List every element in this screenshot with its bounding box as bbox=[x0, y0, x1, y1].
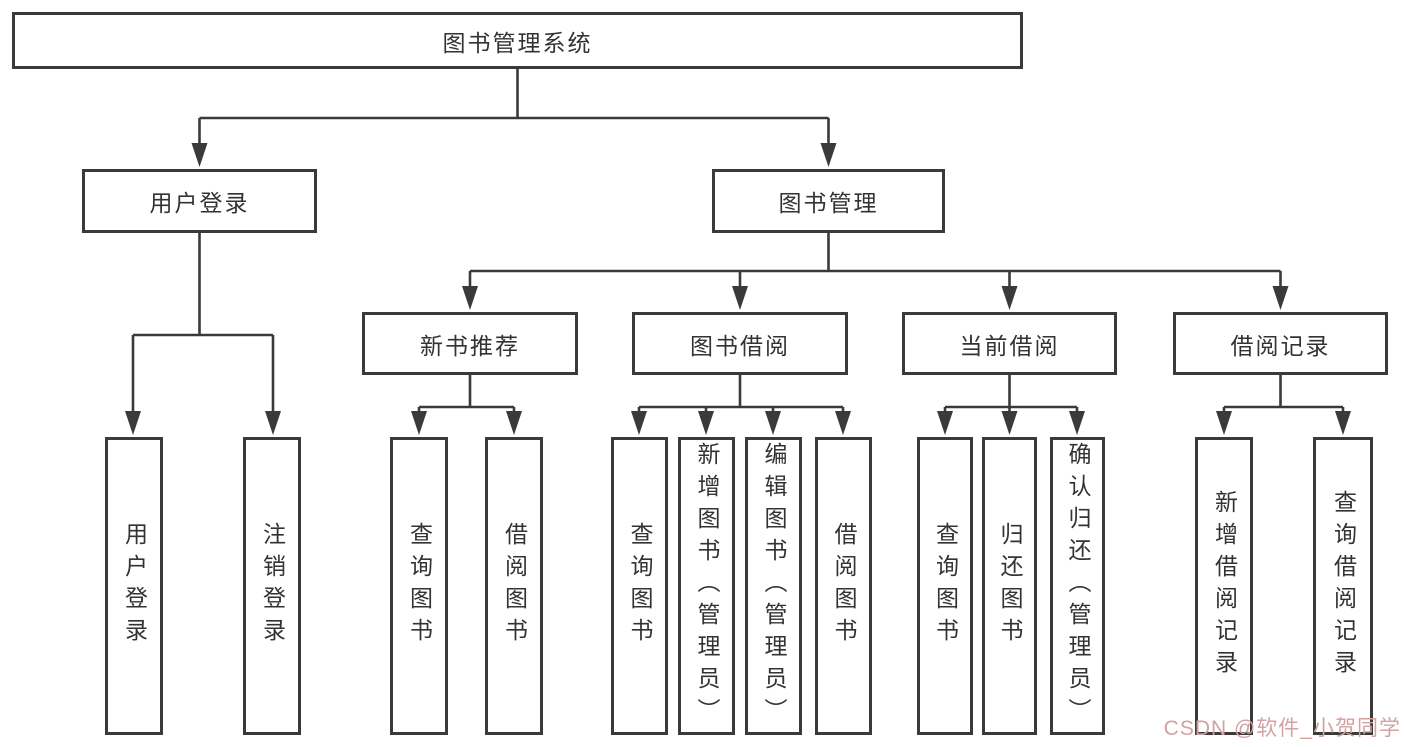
node-library-management-system: 图书管理系统 bbox=[12, 12, 1023, 69]
leaf-query-books: 查询图书 bbox=[390, 437, 448, 735]
node-label: 借阅记录 bbox=[1230, 332, 1331, 359]
leaf-user-login: 用户登录 bbox=[105, 437, 163, 735]
leaf-query-borrow-record: 查询借阅记录 bbox=[1313, 437, 1373, 735]
node-borrowing-records: 借阅记录 bbox=[1173, 312, 1388, 375]
watermark: CSDN @软件_小贺同学 bbox=[1163, 717, 1401, 740]
node-label: 新增图书（管理员） bbox=[694, 442, 720, 730]
leaf-confirm-return-admin: 确认归还（管理员） bbox=[1050, 437, 1105, 735]
node-label: 查询图书 bbox=[627, 522, 653, 650]
node-current-borrowing: 当前借阅 bbox=[902, 312, 1117, 375]
node-label: 查询图书 bbox=[932, 522, 959, 650]
node-label: 新书推荐 bbox=[420, 332, 520, 359]
leaf-borrow-books-2: 借阅图书 bbox=[815, 437, 872, 735]
leaf-edit-books-admin: 编辑图书（管理员） bbox=[745, 437, 802, 735]
node-label: 用户登录 bbox=[149, 190, 250, 216]
leaf-query-books-2: 查询图书 bbox=[611, 437, 668, 735]
node-new-book-recommendation: 新书推荐 bbox=[362, 312, 578, 375]
node-label: 新增借阅记录 bbox=[1211, 490, 1238, 682]
node-label: 图书借阅 bbox=[690, 332, 790, 359]
node-label: 用户登录 bbox=[121, 522, 148, 650]
node-book-management: 图书管理 bbox=[712, 169, 945, 233]
leaf-add-borrow-record: 新增借阅记录 bbox=[1195, 437, 1253, 735]
leaf-add-books-admin: 新增图书（管理员） bbox=[678, 437, 735, 735]
leaf-logout: 注销登录 bbox=[243, 437, 301, 735]
node-label: 借阅图书 bbox=[501, 522, 528, 650]
node-label: 注销登录 bbox=[259, 522, 286, 650]
node-label: 当前借阅 bbox=[959, 332, 1060, 359]
leaf-borrow-books: 借阅图书 bbox=[485, 437, 543, 735]
node-label: 借阅图书 bbox=[831, 522, 857, 650]
node-user-login: 用户登录 bbox=[82, 169, 317, 233]
leaf-return-books: 归还图书 bbox=[982, 437, 1037, 735]
node-label: 查询图书 bbox=[406, 522, 433, 650]
node-label: 确认归还（管理员） bbox=[1065, 442, 1091, 730]
node-label: 编辑图书（管理员） bbox=[761, 442, 787, 730]
node-label: 归还图书 bbox=[997, 522, 1023, 650]
node-label: 图书管理 bbox=[778, 190, 879, 216]
node-book-borrowing: 图书借阅 bbox=[632, 312, 848, 375]
leaf-query-books-3: 查询图书 bbox=[917, 437, 973, 735]
node-label: 查询借阅记录 bbox=[1330, 490, 1357, 682]
node-label: 图书管理系统 bbox=[442, 29, 593, 56]
